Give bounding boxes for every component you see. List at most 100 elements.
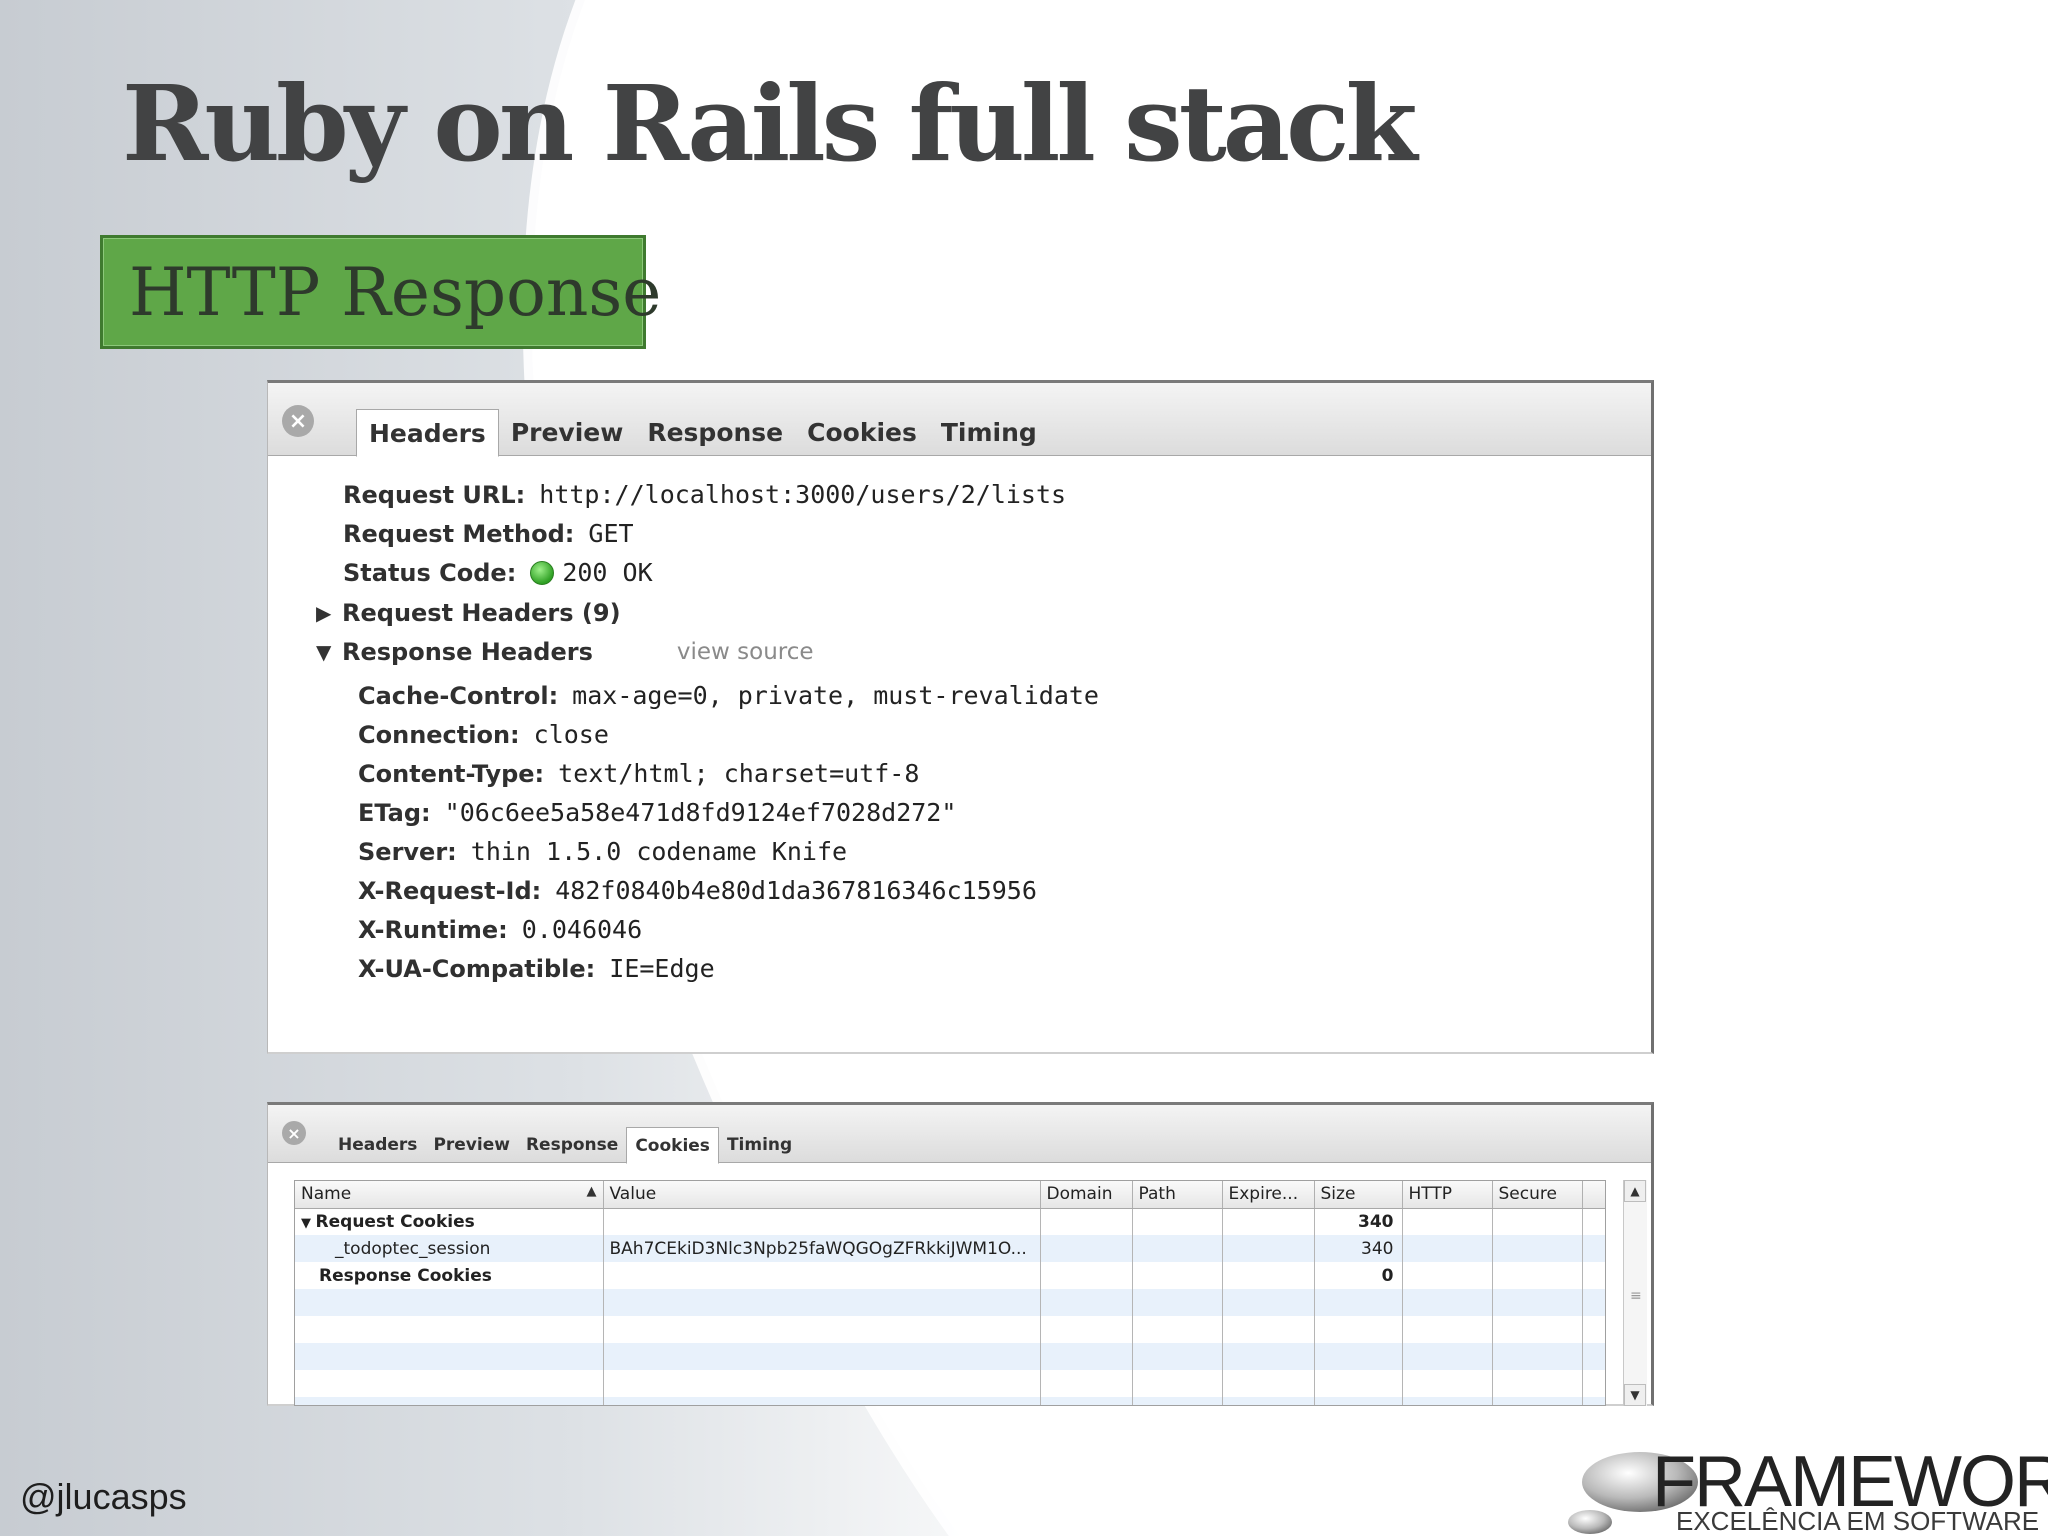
devtools-cookies-panel: × Headers Preview Response Cookies Timin… xyxy=(267,1102,1654,1406)
header-key: Request Method: xyxy=(343,519,575,548)
response-header-row: X-Runtime: 0.046046 xyxy=(358,915,642,944)
cookie-value xyxy=(603,1208,1041,1235)
header-value: close xyxy=(533,720,609,749)
column-header-path[interactable]: Path xyxy=(1132,1181,1223,1209)
column-header-expires[interactable]: Expire... xyxy=(1222,1181,1315,1209)
tab-headers[interactable]: Headers xyxy=(338,1135,418,1155)
panel-tabs: Headers Preview Response Cookies Timing xyxy=(330,1127,800,1164)
tab-timing[interactable]: Timing xyxy=(726,1135,793,1155)
header-key: Cache-Control: xyxy=(358,681,559,710)
response-header-row: X-UA-Compatible: IE=Edge xyxy=(358,954,715,983)
tab-preview[interactable]: Preview xyxy=(433,1135,510,1155)
header-value: 482f0840b4e80d1da367816346c15956 xyxy=(555,876,1037,905)
response-header-row: Content-Type: text/html; charset=utf-8 xyxy=(358,759,919,788)
header-key: X-Request-Id: xyxy=(358,876,542,905)
scroll-up-icon[interactable]: ▲ xyxy=(1624,1180,1646,1202)
header-value: max-age=0, private, must-revalidate xyxy=(572,681,1099,710)
table-row[interactable]: ▼ Request Cookies 340 xyxy=(295,1208,1605,1235)
header-key: Content-Type: xyxy=(358,759,545,788)
table-row-empty xyxy=(295,1370,1605,1397)
triangle-right-icon: ▶ xyxy=(316,601,332,625)
header-key: Request URL: xyxy=(343,480,526,509)
header-value: http://localhost:3000/users/2/lists xyxy=(539,480,1067,509)
author-handle: @jlucasps xyxy=(20,1476,187,1517)
cookie-value: BAh7CEkiD3Nlc3Npb25faWQGOgZFRkkiJWM1O... xyxy=(603,1235,1041,1262)
tab-response[interactable]: Response xyxy=(647,418,784,447)
table-row[interactable]: Response Cookies 0 xyxy=(295,1262,1605,1289)
response-header-row: Server: thin 1.5.0 codename Knife xyxy=(358,837,847,866)
tab-headers[interactable]: Headers xyxy=(356,409,499,457)
logo-wordmark: FRAMEWORK xyxy=(1652,1442,2048,1522)
table-header-row: Name▲ Value Domain Path Expire... Size H… xyxy=(295,1181,1605,1209)
header-value: text/html; charset=utf-8 xyxy=(558,759,920,788)
header-value: 0.046046 xyxy=(521,915,643,944)
response-header-row: X-Request-Id: 482f0840b4e80d1da367816346… xyxy=(358,876,1037,905)
header-value: IE=Edge xyxy=(609,954,715,983)
scroll-down-icon[interactable]: ▼ xyxy=(1624,1384,1646,1406)
header-key: Connection: xyxy=(358,720,520,749)
request-method-row: Request Method: GET xyxy=(343,519,634,548)
column-header-spacer xyxy=(1582,1181,1605,1209)
triangle-down-icon: ▼ xyxy=(301,1215,316,1231)
cookie-group-name: Response Cookies xyxy=(295,1262,604,1289)
cookie-size: 0 xyxy=(1314,1262,1403,1289)
cookie-size: 340 xyxy=(1314,1208,1403,1235)
header-value: GET xyxy=(588,519,634,548)
panel-tab-bar: × Headers Preview Response Cookies Timin… xyxy=(268,383,1651,457)
table-row-empty xyxy=(295,1343,1605,1370)
view-source-link[interactable]: view source xyxy=(676,639,814,665)
table-row-empty xyxy=(295,1397,1605,1405)
column-header-secure[interactable]: Secure xyxy=(1492,1181,1583,1209)
header-key: Server: xyxy=(358,837,457,866)
framework-logo-icon xyxy=(1568,1452,1698,1534)
column-header-name[interactable]: Name▲ xyxy=(295,1181,604,1209)
close-icon[interactable]: × xyxy=(282,1121,306,1145)
request-url-row: Request URL: http://localhost:3000/users… xyxy=(343,480,1066,509)
status-code-row: Status Code: 200 OK xyxy=(343,558,653,587)
cookie-size: 340 xyxy=(1314,1235,1403,1262)
header-key: Status Code: xyxy=(343,558,517,587)
section-badge: HTTP Response xyxy=(100,235,661,349)
tab-cookies[interactable]: Cookies xyxy=(626,1127,719,1164)
header-value: thin 1.5.0 codename Knife xyxy=(470,837,848,866)
panel-tab-bar: × Headers Preview Response Cookies Timin… xyxy=(268,1105,1651,1164)
header-key: X-Runtime: xyxy=(358,915,508,944)
column-header-value[interactable]: Value xyxy=(603,1181,1041,1209)
column-header-domain[interactable]: Domain xyxy=(1040,1181,1133,1209)
scroll-grip-icon[interactable]: ≡ xyxy=(1630,1288,1642,1304)
devtools-headers-panel: × Headers Preview Response Cookies Timin… xyxy=(267,380,1654,1054)
close-icon[interactable]: × xyxy=(282,405,314,437)
vertical-scrollbar[interactable]: ▲ ≡ ▼ xyxy=(1623,1180,1647,1406)
response-header-row: ETag: "06c6ee5a58e471d8fd9124ef7028d272" xyxy=(358,798,956,827)
status-ok-icon xyxy=(530,560,555,585)
table-row-empty xyxy=(295,1289,1605,1316)
section-label: Response Headers xyxy=(342,638,593,666)
header-key: ETag: xyxy=(358,798,431,827)
logo-tagline: EXCELÊNCIA EM SOFTWARE xyxy=(1676,1506,2040,1536)
sort-ascending-icon: ▲ xyxy=(586,1184,597,1200)
header-key: X-UA-Compatible: xyxy=(358,954,596,983)
cookie-value xyxy=(603,1262,1041,1289)
response-headers-toggle[interactable]: ▼ Response Headers view source xyxy=(316,638,814,666)
tab-timing[interactable]: Timing xyxy=(940,418,1037,447)
request-headers-toggle[interactable]: ▶ Request Headers (9) xyxy=(316,599,635,627)
triangle-down-icon: ▼ xyxy=(316,640,332,664)
panel-tabs: Headers Preview Response Cookies Timing xyxy=(356,409,1049,457)
cookie-name: _todoptec_session xyxy=(295,1235,604,1262)
tab-cookies[interactable]: Cookies xyxy=(807,418,917,447)
tab-response[interactable]: Response xyxy=(525,1135,619,1155)
section-badge-label: HTTP Response xyxy=(129,253,662,331)
section-label: Request Headers (9) xyxy=(342,599,621,627)
column-header-size[interactable]: Size xyxy=(1314,1181,1403,1209)
table-row-empty xyxy=(295,1316,1605,1343)
header-value: "06c6ee5a58e471d8fd9124ef7028d272" xyxy=(444,798,957,827)
cookies-table: Name▲ Value Domain Path Expire... Size H… xyxy=(294,1180,1606,1406)
slide-title: Ruby on Rails full stack xyxy=(122,62,1417,185)
column-header-http[interactable]: HTTP xyxy=(1402,1181,1493,1209)
header-value: 200 OK xyxy=(562,558,653,587)
response-header-row: Cache-Control: max-age=0, private, must-… xyxy=(358,681,1099,710)
tab-preview[interactable]: Preview xyxy=(510,418,624,447)
table-row[interactable]: _todoptec_session BAh7CEkiD3Nlc3Npb25faW… xyxy=(295,1235,1605,1262)
cookie-group-name: Request Cookies xyxy=(315,1211,475,1232)
response-header-row: Connection: close xyxy=(358,720,609,749)
